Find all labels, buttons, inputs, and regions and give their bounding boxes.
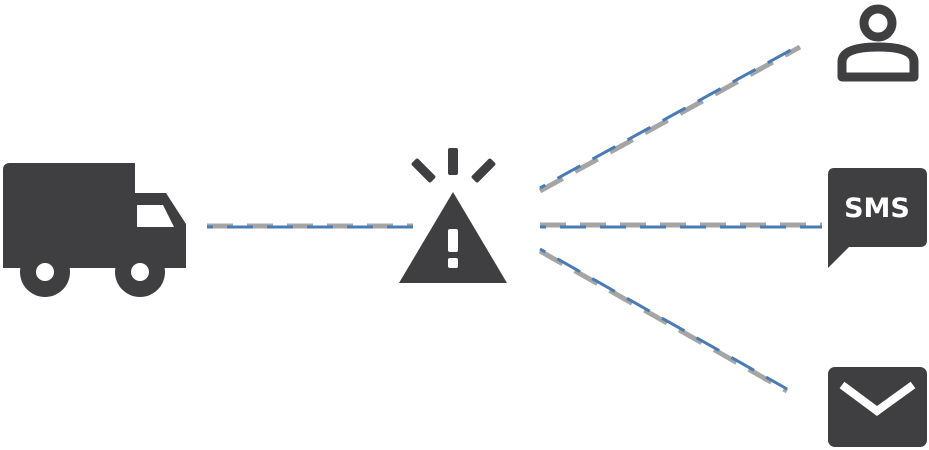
connector-truck-to-alert (207, 223, 413, 229)
sms-label: SMS (844, 193, 910, 224)
connector-alert-to-user (538, 43, 802, 194)
connector-alert-to-mail (538, 247, 789, 394)
warning-icon (399, 148, 507, 283)
mail-icon (828, 367, 927, 447)
connector-alert-to-sms (540, 222, 822, 229)
truck-icon (3, 163, 186, 297)
sms-icon: SMS (828, 168, 927, 268)
user-icon (837, 4, 919, 82)
